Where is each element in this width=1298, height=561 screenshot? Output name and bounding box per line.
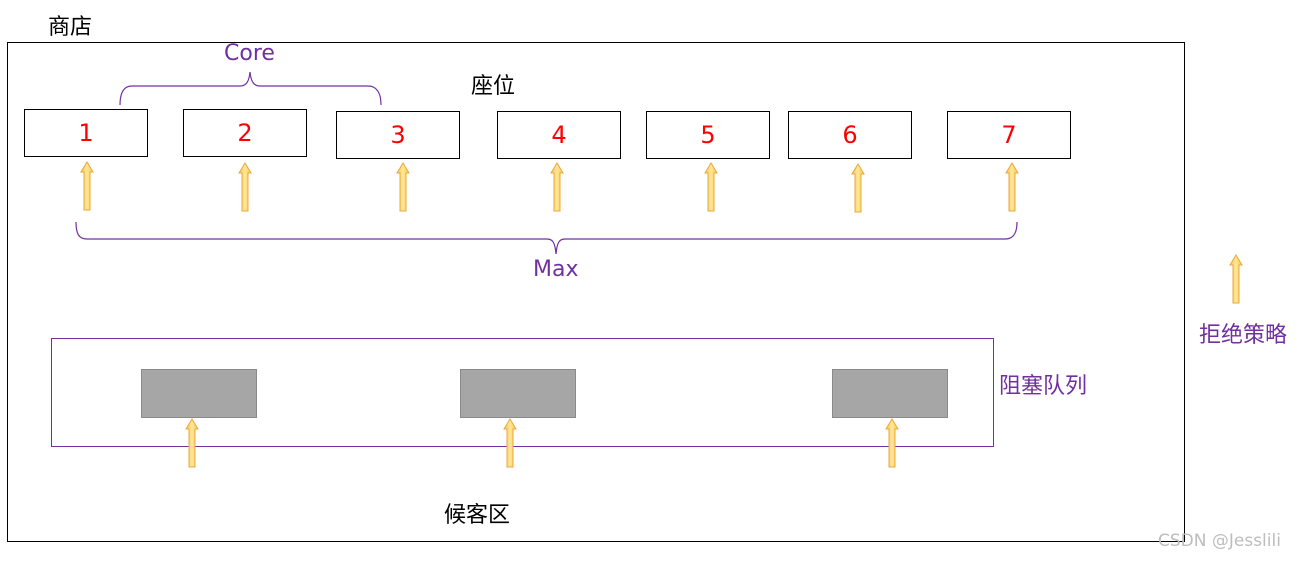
- blocking-queue-label: 阻塞队列: [999, 374, 1088, 399]
- queue-slot-1: [141, 369, 257, 418]
- seat-6: 6: [788, 111, 912, 159]
- seat-1: 1: [24, 109, 148, 157]
- reject-policy-label: 拒绝策略: [1199, 323, 1288, 348]
- seats-label: 座位: [471, 74, 516, 99]
- seat-2: 2: [183, 109, 307, 157]
- queue-slot-1-arrow-icon: [185, 418, 199, 468]
- seat-5: 5: [646, 111, 770, 159]
- seat-6-arrow-icon: [851, 163, 865, 213]
- seat-7: 7: [947, 111, 1071, 159]
- seat-5-arrow-icon: [704, 162, 718, 212]
- seat-3-arrow-icon: [396, 162, 410, 212]
- seat-7-arrow-icon: [1005, 162, 1019, 212]
- queue-slot-2: [460, 369, 576, 418]
- queue-slot-3-arrow-icon: [885, 418, 899, 468]
- core-brace: [119, 71, 382, 106]
- queue-slot-2-arrow-icon: [503, 418, 517, 468]
- blocking-queue-frame: [51, 338, 994, 447]
- watermark: CSDN @Jesslili: [1158, 531, 1281, 551]
- shop-label: 商店: [48, 15, 93, 40]
- reject-policy-arrow-icon: [1229, 254, 1243, 304]
- seat-1-arrow-icon: [80, 161, 94, 211]
- seat-4: 4: [497, 111, 621, 159]
- core-label: Core: [224, 41, 275, 66]
- seat-2-arrow-icon: [238, 162, 252, 212]
- seat-3: 3: [336, 111, 460, 159]
- max-label: Max: [533, 257, 579, 282]
- waiting-area-label: 候客区: [444, 503, 511, 528]
- seat-4-arrow-icon: [550, 162, 564, 212]
- queue-slot-3: [832, 369, 948, 418]
- shop-frame: [7, 42, 1185, 542]
- max-brace: [75, 221, 1018, 255]
